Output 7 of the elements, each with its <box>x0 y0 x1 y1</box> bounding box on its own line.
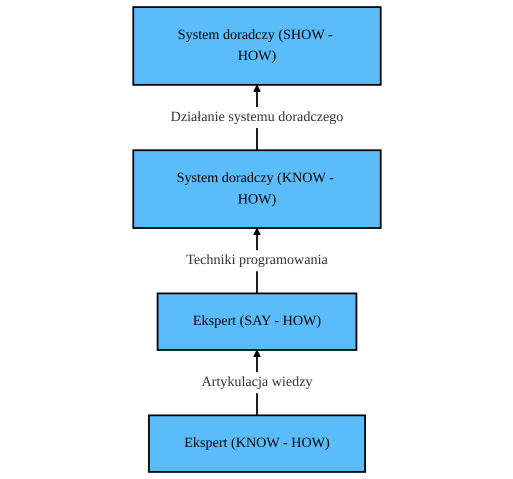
edge-label: Artykulacja wiedzy <box>200 374 312 390</box>
node-box: System doradczy (KNOW - HOW) <box>132 149 382 229</box>
edge-label: Działanie systemu doradczego <box>170 110 343 125</box>
node-box: Ekspert (KNOW - HOW) <box>148 414 366 473</box>
edge-label: Techniki programowania <box>186 252 328 268</box>
node-box: Ekspert (SAY - HOW) <box>156 292 357 351</box>
node-box: System doradczy (SHOW - HOW) <box>132 6 382 86</box>
